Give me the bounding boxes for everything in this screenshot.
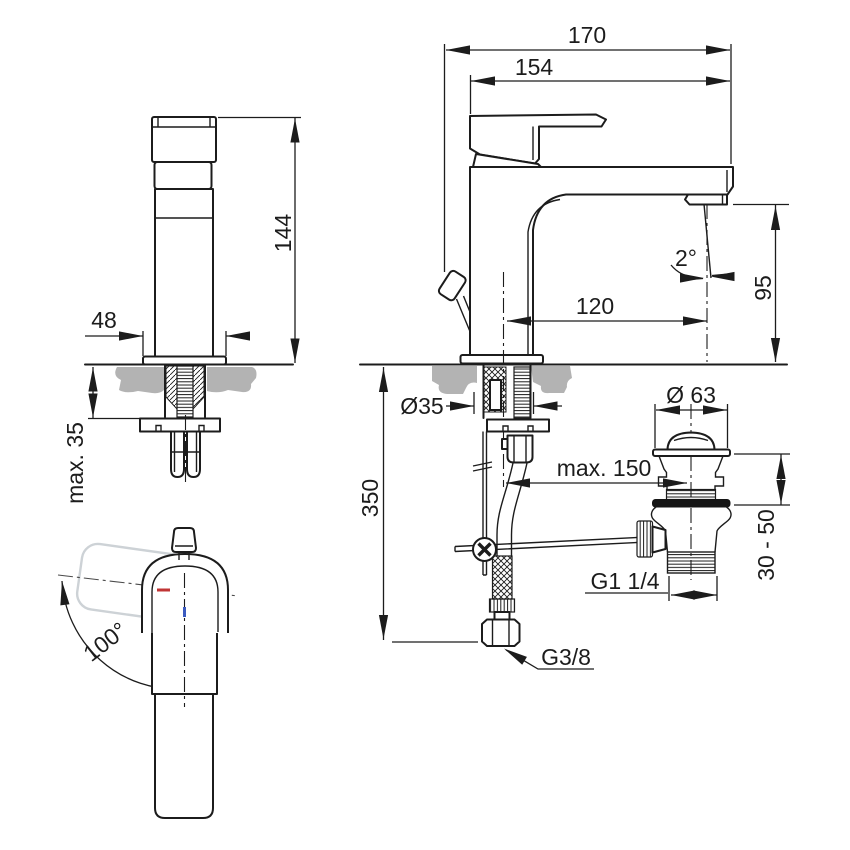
dim-spout-to-handle: 154 (515, 54, 554, 80)
mounting-washer-front (486, 418, 550, 433)
dim-outlet-angle: 2° (675, 245, 697, 271)
base-plate-front (459, 354, 544, 365)
supply-tail-2 (186, 430, 201, 478)
drain-body-right (714, 506, 732, 553)
hose-collar (488, 598, 516, 613)
front-view: 170 154 120 2° 95 (359, 22, 789, 487)
mounting-nut (506, 434, 534, 464)
top-view: 100° (57, 527, 239, 819)
handle-lever (469, 113, 607, 165)
side-view: 144 48 max. 35 (62, 116, 301, 504)
countertop-cutout-left (115, 367, 164, 394)
lever-tip-knob (171, 527, 197, 553)
dim-body-height: 144 (270, 214, 296, 253)
threaded-stud-front (513, 366, 531, 419)
countertop-cutout-right2 (531, 366, 572, 394)
flex-hose (496, 462, 528, 556)
aerator-outlet (684, 193, 728, 206)
supply-tail-1 (170, 430, 185, 478)
dim-hole-diameter: Ø35 (400, 393, 443, 419)
countertop-cutout-right (207, 367, 257, 393)
mounting-washer-side (139, 417, 221, 433)
drain-locking-collar (665, 488, 717, 501)
dim-rod-reach: max. 150 (557, 455, 652, 481)
rod-knurled-nut (636, 520, 654, 558)
dim-drain-diameter: Ø 63 (666, 382, 716, 408)
hose-hex-nut (481, 618, 521, 647)
dim-hose-length: 350 (357, 479, 383, 517)
shank-hatch-right (192, 365, 205, 411)
drain-gasket (652, 499, 731, 508)
install-assembly: Ø35 350 max. 150 G3/8 (357, 363, 687, 670)
drain-flange (652, 448, 731, 457)
handle-cap (151, 116, 217, 163)
handle-collar (153, 161, 213, 190)
dim-base-depth: 48 (91, 307, 117, 333)
dim-handle-swivel: 100° (78, 617, 131, 667)
dim-outlet-height: 95 (750, 275, 776, 301)
hose-braid (491, 555, 513, 600)
cross-screw (477, 542, 492, 557)
drain-cup-right (714, 455, 725, 490)
dim-overall-depth: 170 (568, 22, 606, 48)
pull-rod-stem (455, 295, 471, 332)
popup-button (666, 431, 716, 451)
pull-rod-knob (437, 269, 467, 302)
label-drain-thread: G1 1/4 (590, 568, 659, 594)
dim-deck-thickness: max. 35 (62, 422, 88, 504)
faucet-body-side (154, 188, 214, 358)
base-plate-side (142, 355, 227, 366)
drain-tailpiece-thread (666, 551, 716, 574)
drain-assembly: Ø 63 30 - 50 G1 1/4 (585, 382, 790, 601)
spout-top-view (154, 693, 214, 819)
countertop-cutout-left2 (432, 366, 477, 394)
threaded-stud-side (176, 365, 194, 418)
label-supply-thread: G3/8 (541, 644, 591, 670)
shank-hatch-left (165, 365, 178, 411)
dim-spout-reach: 120 (576, 293, 614, 319)
drain-cup-left (657, 455, 668, 490)
dim-clamp-range: 30 - 50 (753, 509, 779, 581)
rod-socket (651, 525, 667, 554)
